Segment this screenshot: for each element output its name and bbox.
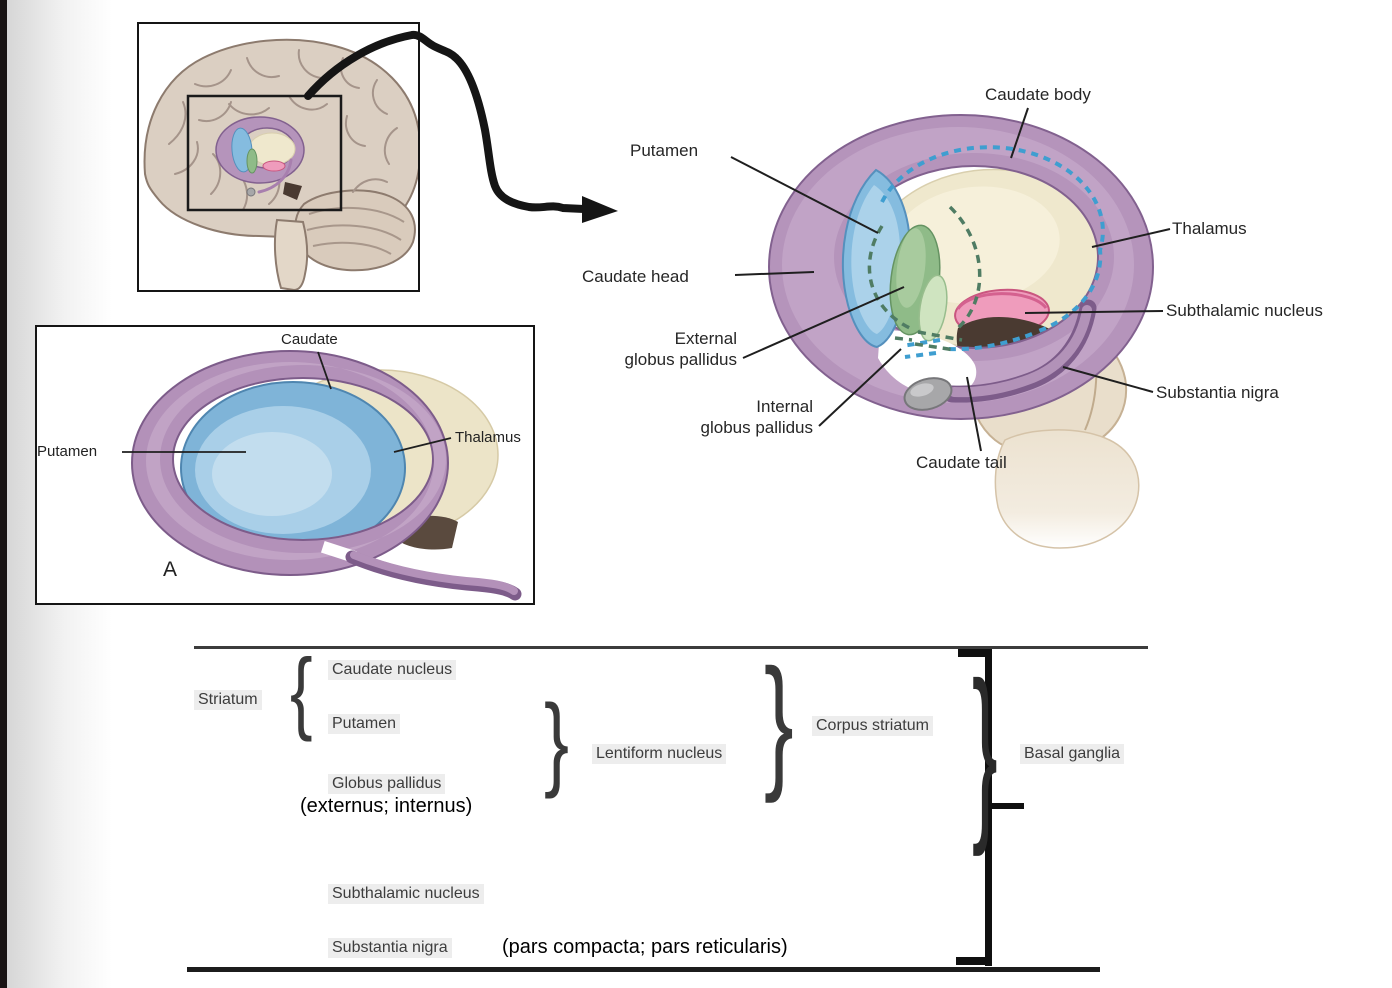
hierarchy-striatum: Striatum xyxy=(194,690,262,710)
brain-inset-box xyxy=(137,22,422,292)
hierarchy-globus-pallidus-detail: (externus; internus) xyxy=(300,795,473,817)
label-internal-line2: globus pallidus xyxy=(700,418,813,437)
chart-bottom-rule xyxy=(187,967,1100,972)
basal-bracket-vertical xyxy=(985,649,992,966)
label-caudate-tail: Caudate tail xyxy=(916,453,1007,472)
hierarchy-lentiform-nucleus: Lentiform nucleus xyxy=(592,744,727,764)
panel-a-label-putamen: Putamen xyxy=(37,443,98,460)
main-diagram-art xyxy=(730,107,1171,549)
page-edge-bar xyxy=(0,0,7,988)
hierarchy-basal-ganglia: Basal ganglia xyxy=(1020,744,1125,764)
basal-thin-brace: } xyxy=(972,642,998,857)
panel-a-label-thalamus: Thalamus xyxy=(455,429,521,446)
label-substantia-nigra: Substantia nigra xyxy=(1156,383,1279,402)
label-subthalamic-nucleus: Subthalamic nucleus xyxy=(1166,301,1323,320)
basal-bracket-bottom-foot xyxy=(956,957,992,965)
chart-top-rule xyxy=(194,646,1148,649)
panel-a-letter: A xyxy=(163,558,178,581)
label-external-line1: External xyxy=(674,329,737,348)
magnify-arrow-icon xyxy=(304,30,618,223)
lentiform-brace: } xyxy=(544,684,570,800)
label-putamen: Putamen xyxy=(630,141,699,160)
label-internal-line1: Internal xyxy=(756,397,813,416)
hierarchy-caudate-nucleus: Caudate nucleus xyxy=(328,660,457,680)
hierarchy-substantia-nigra-detail: (pars compacta; pars reticularis) xyxy=(502,936,788,958)
label-internal-globus-pallidus: Internal globus pallidus xyxy=(650,396,813,438)
label-caudate-head: Caudate head xyxy=(582,267,689,286)
basal-bracket-mid-tick xyxy=(990,803,1024,809)
hierarchy-globus-pallidus: Globus pallidus xyxy=(328,774,446,794)
corpus-brace: } xyxy=(764,639,794,804)
panel-a-label-caudate: Caudate xyxy=(281,331,338,348)
label-external-globus-pallidus: External globus pallidus xyxy=(565,328,737,370)
brain-illustration xyxy=(143,38,422,292)
hierarchy-subthalamic-nucleus: Subthalamic nucleus xyxy=(328,884,484,904)
label-caudate-body: Caudate body xyxy=(985,85,1091,104)
hierarchy-putamen: Putamen xyxy=(328,714,401,734)
label-external-line2: globus pallidus xyxy=(624,350,737,369)
hierarchy-substantia-nigra: Substantia nigra xyxy=(328,938,452,958)
inset-zoom-rectangle xyxy=(186,94,343,212)
label-thalamus: Thalamus xyxy=(1172,219,1247,238)
striatum-brace: { xyxy=(290,639,313,743)
hierarchy-corpus-striatum: Corpus striatum xyxy=(812,716,933,736)
basal-bracket-top-foot xyxy=(958,649,992,657)
panel-a-art xyxy=(122,350,522,601)
